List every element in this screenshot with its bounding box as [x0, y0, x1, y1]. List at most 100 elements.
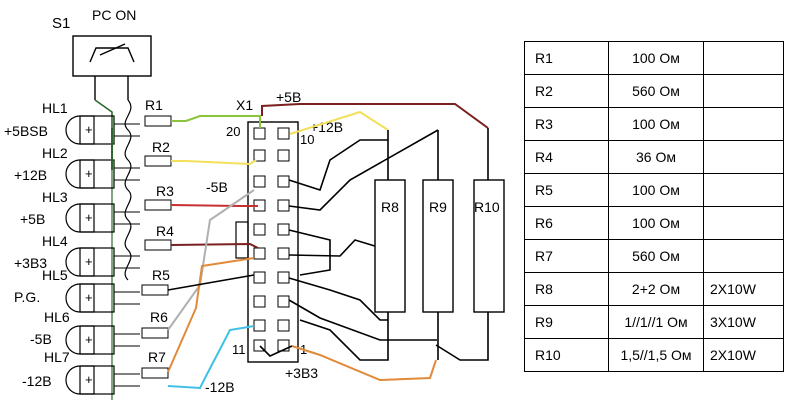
- power-cell: [703, 239, 784, 273]
- ref-cell: R6: [524, 206, 609, 240]
- resistor-r6: R6: [141, 309, 169, 339]
- ref-cell: R1: [524, 41, 609, 75]
- svg-text:+: +: [85, 210, 93, 225]
- value-cell: 36 Ом: [608, 140, 704, 174]
- svg-text:11: 11: [232, 342, 246, 357]
- table-row: R5 100 Ом: [524, 173, 784, 207]
- resistor-r5: R5: [141, 267, 170, 296]
- switch-label: S1: [52, 15, 70, 32]
- table-row: R9 1//1//1 Ом 3X10W: [524, 305, 784, 339]
- resistor-r3: R3: [144, 183, 174, 211]
- table-row: R8 2+2 Ом 2X10W: [524, 272, 784, 306]
- connector-x1: X1 +5В 20 10 +12В 11 1 +3В3: [226, 89, 343, 381]
- ref-cell: R8: [524, 272, 609, 306]
- svg-text:R8: R8: [381, 199, 399, 215]
- svg-text:+3В3: +3В3: [285, 365, 318, 381]
- series-resistors: R1 R2 R3 R4 R5 R6 R7: [141, 97, 174, 379]
- svg-text:R3: R3: [156, 183, 174, 199]
- table-row: R6 100 Ом: [524, 206, 784, 240]
- svg-text:R9: R9: [429, 199, 447, 215]
- table-row: R1 100 Ом: [524, 41, 784, 75]
- svg-text:R1: R1: [145, 97, 163, 113]
- svg-text:20: 20: [226, 124, 240, 139]
- indicator-hl1: HL1 +5ВSB +: [4, 100, 140, 145]
- power-cell: 2X10W: [703, 272, 784, 306]
- ref-cell: R5: [524, 173, 609, 207]
- resistor-r9: R9: [422, 179, 454, 313]
- svg-text:+: +: [85, 290, 93, 305]
- power-cell: [703, 74, 784, 108]
- switch-lever: [89, 47, 135, 63]
- value-cell: 100 Ом: [608, 107, 704, 141]
- left-bus: [94, 99, 132, 400]
- svg-text:+3В3: +3В3: [14, 255, 47, 271]
- svg-text:HL5: HL5: [42, 267, 68, 283]
- svg-text:R2: R2: [152, 139, 170, 155]
- svg-text:+: +: [85, 166, 93, 181]
- svg-text:+: +: [85, 122, 93, 137]
- svg-text:R10: R10: [474, 199, 500, 215]
- indicator-group: HL1 +5ВSB + HL2 +12В + HL3 +5В +: [4, 100, 140, 395]
- power-cell: [703, 107, 784, 141]
- power-cell: [703, 206, 784, 240]
- indicator-hl2: HL2 +12В +: [14, 145, 140, 189]
- svg-text:+12В: +12В: [14, 167, 47, 183]
- svg-text:R7: R7: [148, 349, 166, 365]
- power-cell: [703, 41, 784, 75]
- ref-cell: R3: [524, 107, 609, 141]
- parts-table: R1 100 Ом R2 560 Ом R3 100 Ом R4 36 Ом R…: [524, 41, 784, 372]
- table-row: R3 100 Ом: [524, 107, 784, 141]
- value-cell: 560 Ом: [608, 74, 704, 108]
- ref-cell: R4: [524, 140, 609, 174]
- table-row: R2 560 Ом: [524, 74, 784, 108]
- indicator-hl4: HL4 +3В3 +: [14, 233, 140, 277]
- load-resistors: R8 R9 R10: [374, 179, 505, 313]
- value-cell: 100 Ом: [608, 206, 704, 240]
- resistor-r1: R1: [144, 97, 172, 127]
- circuit-schematic: S1 PC ON HL1 +5ВSB + HL2 +12В +: [4, 7, 505, 400]
- svg-text:-5В: -5В: [30, 331, 52, 347]
- svg-text:HL7: HL7: [44, 349, 70, 365]
- indicator-hl7: HL7 -12В +: [22, 349, 140, 395]
- ref-cell: R2: [524, 74, 609, 108]
- connector-label: X1: [236, 97, 253, 113]
- power-cell: [703, 140, 784, 174]
- resistor-r4: R4: [144, 223, 174, 251]
- wires: [111, 103, 489, 390]
- svg-text:+: +: [85, 372, 93, 387]
- power-cell: 3X10W: [703, 305, 784, 339]
- ref-cell: R10: [524, 338, 609, 372]
- svg-text:HL2: HL2: [42, 145, 68, 161]
- table-row: R7 560 Ом: [524, 239, 784, 273]
- value-cell: 100 Ом: [608, 41, 704, 75]
- resistor-r7: R7: [141, 349, 169, 379]
- switch-body: [72, 35, 152, 77]
- indicator-hl5: HL5 P.G. +: [14, 267, 140, 313]
- svg-text:+: +: [85, 254, 93, 269]
- svg-text:-12В: -12В: [22, 373, 52, 389]
- svg-text:P.G.: P.G.: [14, 289, 40, 305]
- svg-text:+5ВSB: +5ВSB: [4, 123, 48, 139]
- svg-text:HL3: HL3: [42, 189, 68, 205]
- svg-text:+5В: +5В: [276, 89, 301, 105]
- table-row: R10 1,5//1,5 Ом 2X10W: [524, 338, 784, 372]
- value-cell: 1,5//1,5 Ом: [608, 338, 704, 372]
- power-cell: [703, 173, 784, 207]
- svg-text:R6: R6: [150, 309, 168, 325]
- value-cell: 560 Ом: [608, 239, 704, 273]
- indicator-hl6: HL6 -5В +: [30, 309, 140, 355]
- switch-state-label: PC ON: [92, 7, 136, 23]
- svg-text:R5: R5: [152, 267, 170, 283]
- label-m12v: -12В: [205, 379, 235, 395]
- value-cell: 1//1//1 Ом: [608, 305, 704, 339]
- indicator-hl3: HL3 +5В +: [20, 189, 140, 233]
- label-m5v: -5В: [206, 179, 228, 195]
- svg-text:+5В: +5В: [20, 211, 45, 227]
- svg-text:R4: R4: [156, 223, 174, 239]
- svg-text:HL4: HL4: [42, 233, 68, 249]
- resistor-r8: R8: [374, 179, 406, 313]
- table-row: R4 36 Ом: [524, 140, 784, 174]
- value-cell: 2+2 Ом: [608, 272, 704, 306]
- value-cell: 100 Ом: [608, 173, 704, 207]
- resistor-r2: R2: [144, 139, 172, 167]
